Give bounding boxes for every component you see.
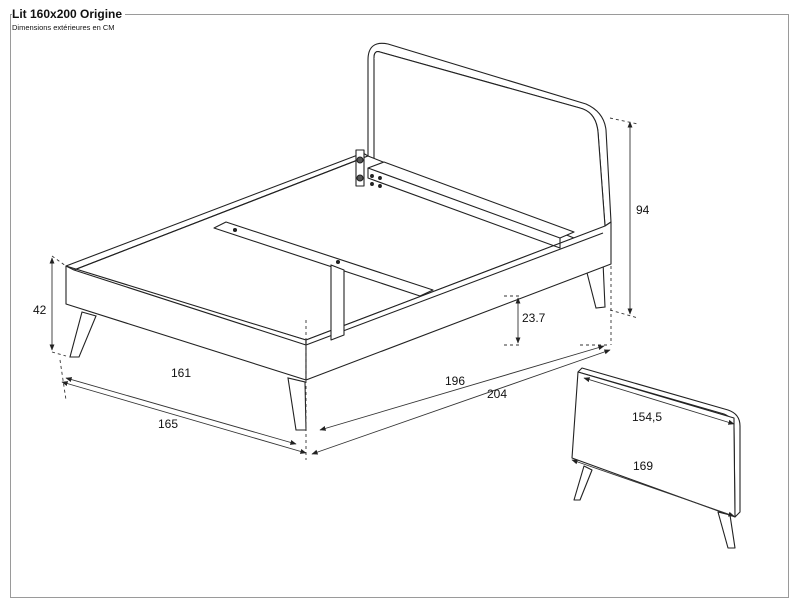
dim-label-height-frame: 42 [33, 303, 47, 317]
headboard-detail-dimensions [571, 377, 735, 517]
frame-top-left-edge [10, 14, 12, 15]
dim-label-outer-width: 165 [158, 417, 178, 431]
dim-label-height-side: 23.7 [522, 311, 546, 325]
dim-label-headboard-inner-width: 154,5 [632, 410, 662, 424]
page-title: Lit 160x200 Origine [12, 7, 126, 21]
dim-label-outer-length: 204 [487, 387, 507, 401]
dimension-lines [49, 117, 639, 460]
bed-frame [65, 152, 612, 381]
frame-top-edge [124, 14, 789, 15]
dim-label-headboard-outer-width: 169 [633, 459, 653, 473]
support-bars [213, 149, 575, 341]
dim-label-inner-width: 161 [171, 366, 191, 380]
headboard-detail [571, 367, 741, 549]
drawing-frame [10, 14, 789, 598]
dim-label-height-total: 94 [636, 203, 650, 217]
dim-label-inner-length: 196 [445, 374, 465, 388]
page-subtitle: Dimensions extérieures en CM [12, 23, 115, 32]
